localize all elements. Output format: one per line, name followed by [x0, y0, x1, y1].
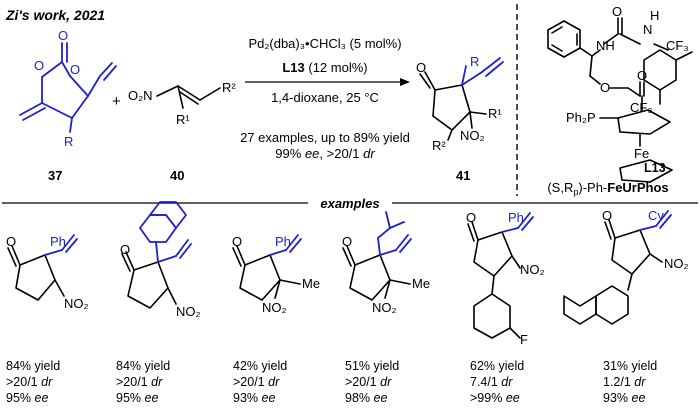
- scheme-title: Zi's work, 2021: [5, 7, 105, 23]
- example-3-substituent: Ph: [275, 234, 291, 249]
- condition-selectivity: 99% ee, >20/1 dr: [275, 146, 375, 161]
- example-1-structure: [7, 234, 78, 301]
- example-5-ee: >99% ee: [470, 391, 520, 405]
- product-41-structure: [419, 57, 504, 141]
- example-6-ee: 93% ee: [603, 391, 645, 405]
- ligand-ester-o: O: [600, 80, 610, 95]
- example-2-dr: >20/1 dr: [116, 375, 163, 389]
- reagent-37-carbonyl-o: O: [58, 28, 68, 43]
- ligand-urea-o: O: [612, 4, 622, 19]
- reagent-37-number: 37: [48, 168, 62, 183]
- example-4-nitro: NO₂: [372, 300, 397, 315]
- example-3-nitro: NO₂: [262, 300, 287, 315]
- product-41-r: R: [470, 54, 479, 69]
- example-4-results: 51% yield >20/1 dr 98% ee: [345, 359, 399, 405]
- example-5-substituent: Ph: [508, 210, 524, 225]
- example-3-ee: 93% ee: [233, 391, 275, 405]
- reagent-40-r2: R²: [222, 80, 236, 95]
- ligand-ester-carbonyl-o: O: [637, 68, 647, 83]
- ligand-cf3-bottom: CF₃: [630, 100, 653, 115]
- reaction-arrow-head: [400, 78, 410, 86]
- example-6-nitro: NO₂: [664, 256, 689, 271]
- example-5-structure: [467, 212, 534, 339]
- example-3-results: 42% yield >20/1 dr 93% ee: [233, 359, 287, 405]
- reagent-37-ring-o: O: [34, 58, 44, 73]
- example-6-results: 31% yield 1.2/1 dr 93% ee: [603, 359, 657, 405]
- example-2-nitro: NO₂: [176, 304, 201, 319]
- example-1-ee: 95% ee: [6, 391, 48, 405]
- product-41-number: 41: [456, 168, 470, 183]
- ligand-number: L13: [644, 161, 666, 175]
- example-1-o: O: [6, 234, 16, 249]
- example-6-substituent: Cy: [648, 208, 664, 223]
- example-5-results: 62% yield 7.4/1 dr >99% ee: [470, 359, 524, 405]
- reagent-40-structure: [156, 85, 221, 109]
- example-5-fluoro: F: [520, 332, 528, 347]
- condition-scope: 27 examples, up to 89% yield: [240, 130, 410, 145]
- ligand-fe: Fe: [634, 146, 649, 161]
- example-1-results: 84% yield >20/1 dr 95% ee: [6, 359, 60, 405]
- reagent-40-nitro: O₂N: [128, 88, 153, 103]
- example-5-yield: 62% yield: [470, 359, 524, 373]
- product-41-r1: R¹: [488, 106, 502, 121]
- product-41-r2: R²: [432, 138, 446, 153]
- example-4-yield: 51% yield: [345, 359, 399, 373]
- condition-solvent: 1,4-dioxane, 25 °C: [271, 90, 379, 105]
- example-1-yield: 84% yield: [6, 359, 60, 373]
- example-2-yield: 84% yield: [116, 359, 170, 373]
- plus-sign: +: [112, 93, 121, 110]
- reagent-40-number: 40: [170, 168, 184, 183]
- example-4-structure: [342, 211, 412, 301]
- condition-catalyst: Pd₂(dba)₃•CHCl₃ (5 mol%): [248, 36, 401, 51]
- product-41-ketone-o: O: [416, 60, 426, 75]
- condition-ligand: L13 (12 mol%): [282, 60, 367, 75]
- example-3-yield: 42% yield: [233, 359, 287, 373]
- ligand-cf3-top: CF₃: [666, 38, 689, 53]
- example-4-dr: >20/1 dr: [345, 375, 392, 389]
- product-41-nitro: NO₂: [460, 128, 485, 143]
- example-6-yield: 31% yield: [603, 359, 657, 373]
- ligand-ph2p: Ph₂P: [566, 110, 596, 125]
- examples-heading: examples: [320, 196, 379, 211]
- example-2-o: O: [120, 242, 130, 257]
- reagent-40-r1: R¹: [176, 112, 190, 127]
- ligand-nh: NH: [596, 38, 615, 53]
- example-3-o: O: [232, 234, 242, 249]
- example-5-nitro: NO₂: [520, 262, 545, 277]
- example-2-ee: 95% ee: [116, 391, 158, 405]
- ligand-name: (S,Rp)-Ph-FeUrPhos: [547, 180, 668, 197]
- example-1-nitro: NO₂: [64, 296, 89, 311]
- reagent-37-substituent: R: [64, 134, 73, 149]
- example-4-me: Me: [412, 276, 430, 291]
- example-6-o: O: [602, 208, 612, 223]
- example-3-me: Me: [302, 276, 320, 291]
- example-4-ee: 98% ee: [345, 391, 387, 405]
- ligand-urea-h: H: [650, 8, 659, 23]
- ligand-l13-structure: [547, 17, 693, 183]
- reagent-37-structure: [19, 42, 117, 133]
- example-3-dr: >20/1 dr: [233, 375, 280, 389]
- example-4-o: O: [342, 234, 352, 249]
- example-1-substituent: Ph: [50, 234, 66, 249]
- example-6-structure: [563, 210, 672, 325]
- example-5-dr: 7.4/1 dr: [470, 375, 513, 389]
- example-2-results: 84% yield >20/1 dr 95% ee: [116, 359, 170, 405]
- example-1-dr: >20/1 dr: [6, 375, 53, 389]
- example-6-dr: 1.2/1 dr: [603, 375, 646, 389]
- example-2-structure: [121, 201, 192, 309]
- example-3-structure: [232, 234, 302, 301]
- ligand-urea-n: N: [643, 22, 652, 37]
- example-5-o: O: [466, 210, 476, 225]
- reagent-37-ring-o2: O: [70, 62, 80, 77]
